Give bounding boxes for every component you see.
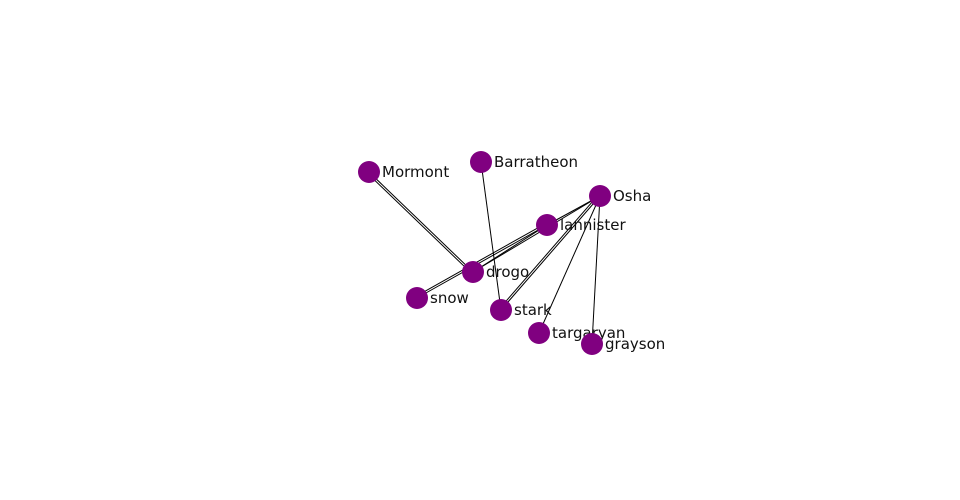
edge-layer — [367, 161, 601, 345]
node-circle[interactable] — [490, 299, 512, 321]
node-label: Mormont — [382, 163, 449, 181]
node-label: stark — [514, 301, 552, 319]
edge-Barratheon-stark — [480, 161, 502, 311]
node-circle[interactable] — [406, 287, 428, 309]
edge-Mormont-drogo — [368, 171, 474, 273]
edge-Osha-stark — [499, 194, 599, 310]
edge-Osha-stark — [500, 195, 601, 311]
node-Osha[interactable]: Osha — [589, 185, 651, 207]
edge-lannister-snow — [416, 224, 548, 299]
node-snow[interactable]: snow — [406, 287, 469, 309]
node-lannister[interactable]: lannister — [536, 214, 626, 236]
node-targaryan[interactable]: targaryan — [528, 322, 625, 344]
node-circle[interactable] — [358, 161, 380, 183]
node-label: snow — [430, 289, 469, 307]
node-drogo[interactable]: drogo — [462, 261, 529, 283]
node-stark[interactable]: stark — [490, 299, 552, 321]
node-label: lannister — [560, 216, 626, 234]
edge-Osha-grayson — [591, 195, 601, 345]
node-label: drogo — [486, 263, 529, 281]
node-circle[interactable] — [462, 261, 484, 283]
node-circle[interactable] — [581, 333, 603, 355]
node-label: targaryan — [552, 324, 625, 342]
edge-lannister-drogo — [472, 224, 548, 273]
node-circle[interactable] — [536, 214, 558, 236]
edge-Osha-targaryan — [538, 195, 601, 334]
node-circle[interactable] — [589, 185, 611, 207]
node-Barratheon[interactable]: Barratheon — [470, 151, 578, 173]
edge-Osha-drogo — [472, 195, 601, 273]
node-circle[interactable] — [470, 151, 492, 173]
edge-Mormont-drogo — [367, 173, 472, 274]
node-label: grayson — [605, 335, 665, 353]
node-grayson[interactable]: grayson — [581, 333, 665, 355]
node-Mormont[interactable]: Mormont — [358, 161, 449, 183]
node-label: Osha — [613, 187, 651, 205]
node-label: Barratheon — [494, 153, 578, 171]
edge-lannister-snow — [415, 222, 547, 297]
node-circle[interactable] — [528, 322, 550, 344]
